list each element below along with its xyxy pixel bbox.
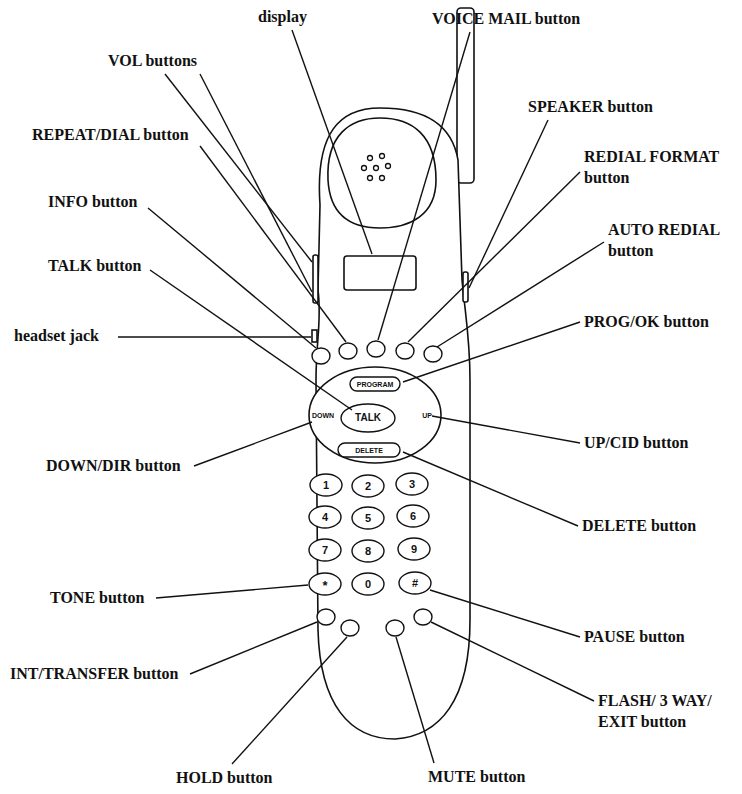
button-print: * [322,579,327,592]
buttons [309,341,442,636]
callout-label: HOLD button [176,767,316,788]
callout-label: REDIAL FORMAT button [584,146,729,188]
callout-label: AUTO REDIAL button [608,219,733,261]
button-print: 1 [323,480,329,491]
button-print: DELETE [355,447,383,454]
callout-label: headset jack [14,325,134,346]
callout-label: VOL buttons [108,50,238,71]
headset-jack [312,330,317,342]
button-print: DOWN [312,412,334,419]
button-print: 3 [409,479,415,490]
button-print: 4 [322,512,328,523]
callout-label: TONE button [50,587,180,608]
callout-label: display [258,6,338,27]
callout-label: VOICE MAIL button [432,8,632,29]
button-print: TALK [355,413,381,423]
button-print: 6 [410,511,416,522]
callout-label: DOWN/DIR button [46,455,216,476]
callout-label: REPEAT/DIAL button [32,124,232,145]
button-print: 2 [365,481,371,492]
callout-label: INT/TRANSFER button [10,663,210,684]
button-print: 9 [411,544,417,555]
vol-buttons [313,255,318,303]
button-print: 7 [322,545,328,556]
button-print: UP [422,412,432,419]
antenna [457,8,474,183]
earpiece-holes [362,154,391,181]
callout-label: UP/CID button [584,432,734,453]
callout-label: TALK button [48,255,178,276]
callout-label: FLASH/ 3 WAY/ EXIT button [598,690,720,732]
nav-oval [309,367,441,463]
button-print: 0 [365,579,371,590]
callout-label: INFO button [48,191,178,212]
callout-label: DELETE button [582,515,732,536]
earpiece [328,118,436,228]
button-print: # [412,578,418,589]
button-print: PROGRAM [357,381,394,388]
button-print: 8 [365,546,371,557]
callout-label: SPEAKER button [528,96,708,117]
display-window [344,256,416,290]
callout-label: PROG/OK button [584,311,734,332]
leader-lines [118,30,604,764]
callout-label: PAUSE button [584,626,734,647]
callout-label: MUTE button [428,766,568,787]
button-print: 5 [365,513,371,524]
